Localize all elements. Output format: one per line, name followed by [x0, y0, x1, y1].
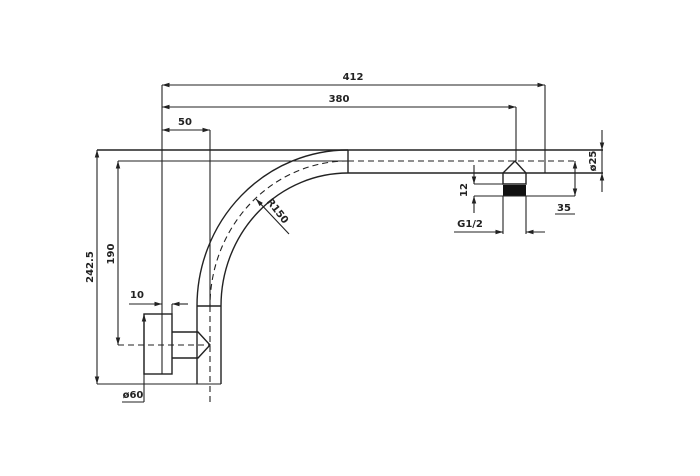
center-lines: [118, 130, 575, 402]
dimension-50: 50: [162, 117, 210, 133]
dim-380-label: 380: [329, 94, 350, 105]
dim-60-label: ø60: [123, 390, 144, 401]
dimension-412: 412: [162, 72, 546, 173]
dim-50-label: 50: [178, 117, 192, 128]
dimension-diameter-25: ø25: [588, 130, 605, 192]
dimension-12: 12: [459, 165, 477, 213]
dim-12-label: 12: [459, 183, 470, 197]
dim-412-label: 412: [343, 72, 364, 83]
shower-outlet: [474, 159, 575, 234]
dim-242-5-label: 242.5: [85, 251, 96, 283]
dimension-diameter-60: ø60: [122, 314, 147, 403]
wall-flange: [143, 85, 211, 375]
dimension-380: 380: [162, 94, 517, 161]
dimension-g1-2: G1/2: [454, 219, 545, 235]
dimension-242-5: 242.5: [85, 150, 100, 384]
dimension-r150: R150: [255, 197, 290, 235]
pipe-outline: [97, 149, 603, 385]
dim-25-label: ø25: [588, 151, 599, 172]
dimension-35: 35: [555, 161, 578, 215]
dimension-190: 190: [106, 161, 121, 345]
dim-g1-2-label: G1/2: [457, 219, 483, 230]
dim-35-label: 35: [557, 203, 571, 214]
dim-190-label: 190: [106, 244, 117, 265]
dimension-10: 10: [129, 290, 188, 314]
dim-10-label: 10: [130, 290, 144, 301]
